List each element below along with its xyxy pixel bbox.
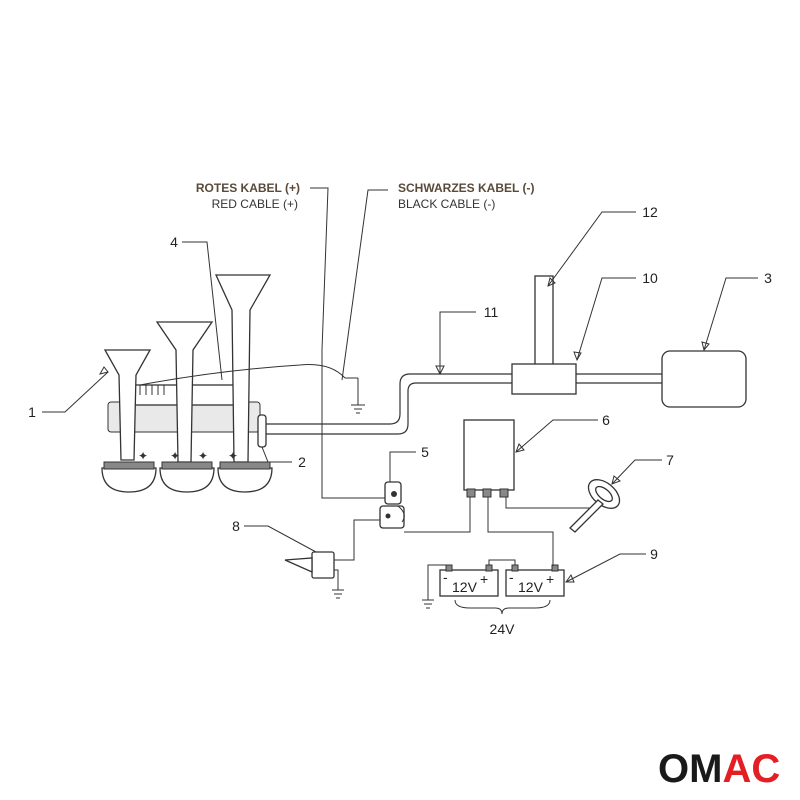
compressor-body <box>463 419 515 491</box>
callout-6: 6 <box>602 412 610 428</box>
battery-right-plus: + <box>546 571 554 587</box>
battery-right-minus: - <box>509 569 514 585</box>
svg-text:✦: ✦ <box>138 449 148 463</box>
omac-logo: OMAC <box>658 747 780 791</box>
pressure-switch <box>284 551 344 599</box>
black-cable-label-en: BLACK CABLE (-) <box>398 197 495 211</box>
horn-wiring <box>139 364 346 386</box>
compressor-fins <box>139 385 165 395</box>
battery-left-plus: + <box>480 571 488 587</box>
callout-12: 12 <box>642 204 658 220</box>
horn-switch <box>569 479 621 533</box>
battery-right <box>505 569 565 597</box>
svg-text:✦: ✦ <box>198 449 208 463</box>
horn-bolts: ✦ ✦ ✦ ✦ <box>138 449 238 463</box>
horn-cap-1 <box>101 467 157 493</box>
wiring <box>334 497 590 566</box>
horn-cap-2 <box>159 467 215 493</box>
callout-5: 5 <box>421 444 429 460</box>
svg-text:✦: ✦ <box>228 449 238 463</box>
callout-8: 8 <box>232 518 240 534</box>
callout-numbers: 1 2 3 4 5 6 7 8 9 10 11 12 <box>28 204 772 562</box>
callout-2: 2 <box>298 454 306 470</box>
battery-left-minus: - <box>443 569 448 585</box>
svg-text:✦: ✦ <box>170 449 180 463</box>
relay-bottom <box>379 505 405 529</box>
switch-handle <box>569 499 604 533</box>
battery-brace <box>454 599 551 615</box>
relay <box>379 481 405 529</box>
total-voltage-label: 24V <box>490 621 516 637</box>
battery-right-label: 12V <box>518 579 544 595</box>
compressor <box>463 419 515 498</box>
logo-text-accent: AC <box>722 747 780 791</box>
callout-leaders <box>42 211 758 583</box>
callout-11: 11 <box>484 304 499 320</box>
ground-symbol-horns <box>345 377 365 414</box>
black-cable-leader <box>341 189 388 381</box>
horn-ring-3 <box>219 461 271 470</box>
horn-ring-1 <box>103 461 155 470</box>
valve-block <box>511 363 577 395</box>
callout-3: 3 <box>764 270 772 286</box>
horn-ring-2 <box>161 461 213 470</box>
logo-text-dark: OM <box>658 747 722 791</box>
horn-air-inlet <box>257 414 267 448</box>
air-horns: ✦ ✦ ✦ ✦ <box>101 274 365 493</box>
callout-4: 4 <box>170 234 178 250</box>
red-cable-label-de: ROTES KABEL (+) <box>196 181 300 195</box>
callout-7: 7 <box>666 452 674 468</box>
batteries: 12V 12V - + - + 24V <box>422 559 565 637</box>
pressure-switch-tab <box>284 557 313 574</box>
battery-left <box>439 569 499 597</box>
red-cable-label-en: RED CABLE (+) <box>212 197 298 211</box>
horn-short <box>103 349 152 461</box>
black-cable-label-de: SCHWARZES KABEL (-) <box>398 181 534 195</box>
cable-labels: ROTES KABEL (+) RED CABLE (+) SCHWARZES … <box>196 181 534 499</box>
callout-10: 10 <box>642 270 658 286</box>
horn-cap-3 <box>217 467 273 493</box>
pressure-switch-body <box>311 551 335 579</box>
callout-9: 9 <box>650 546 658 562</box>
callout-1: 1 <box>28 404 36 420</box>
pressure-pipe <box>534 275 554 367</box>
battery-left-label: 12V <box>452 579 478 595</box>
air-tank <box>661 350 747 408</box>
air-hose <box>266 373 664 435</box>
logo-text: OMAC <box>658 747 780 791</box>
red-cable-line <box>310 187 392 499</box>
